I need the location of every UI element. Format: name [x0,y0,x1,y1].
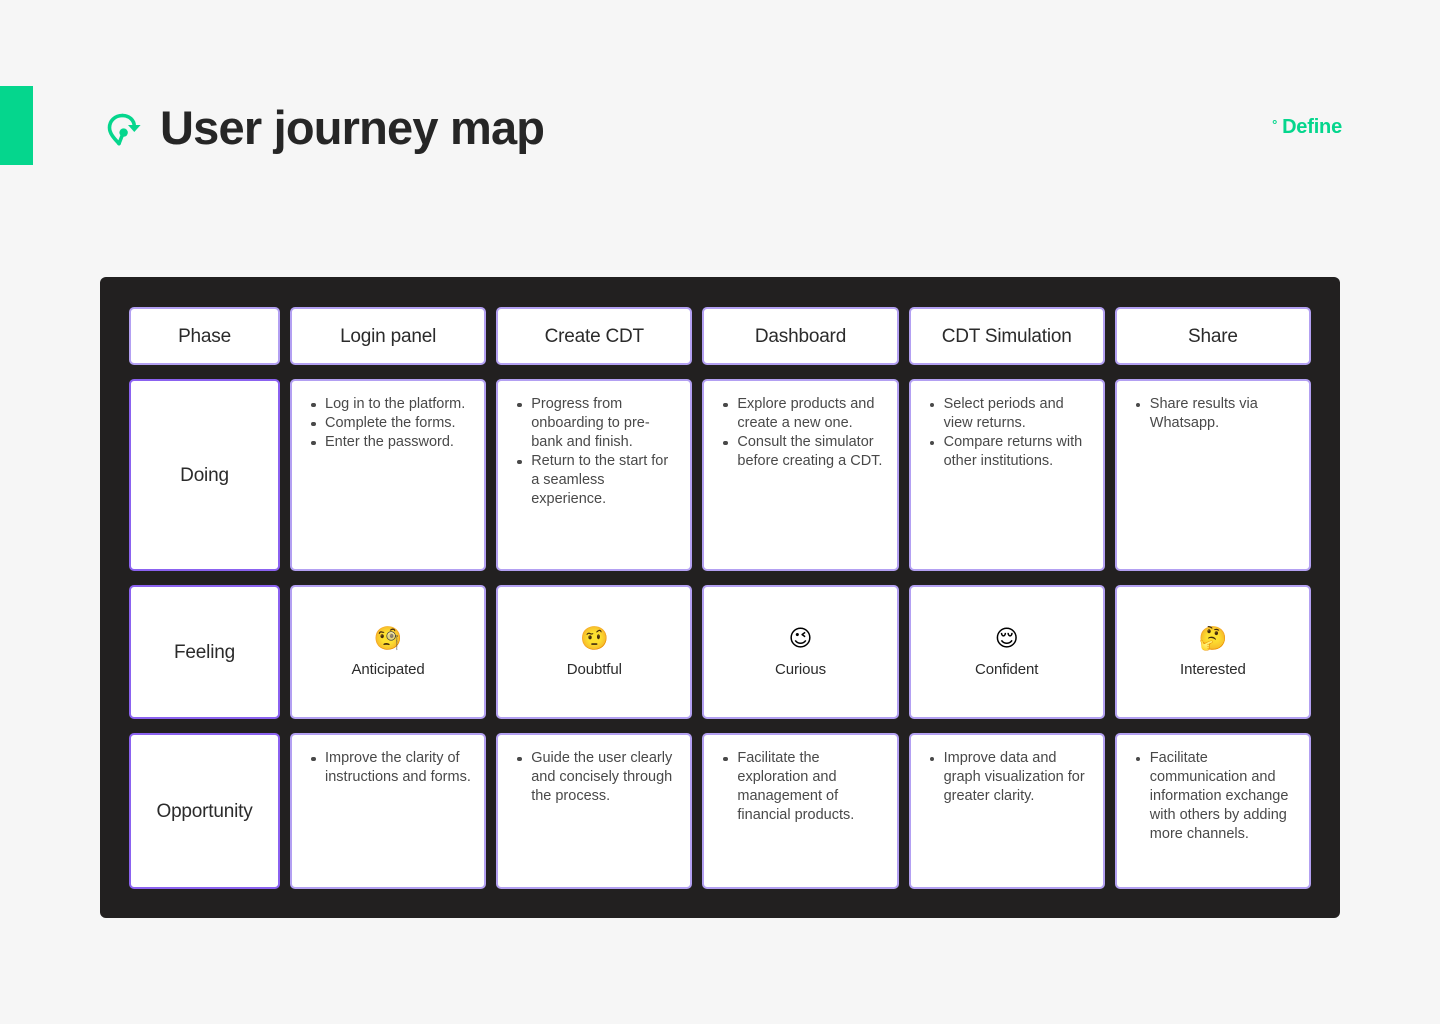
row-label-doing[interactable]: Doing [129,379,280,571]
column-header-label: CDT Simulation [941,325,1072,347]
bullet-item: Consult the simulator before creating a … [716,433,884,471]
column-header-label: Phase [178,325,231,347]
bullet-item: Facilitate the exploration and managemen… [716,749,884,825]
bullet-list: Select periods and view returns.Compare … [923,395,1091,471]
stage-name: Define [1282,115,1342,138]
cell-opportunity-dashboard[interactable]: Facilitate the exploration and managemen… [702,733,899,889]
bullet-item: Guide the user clearly and concisely thr… [510,749,678,806]
cell-doing-share[interactable]: Share results via Whatsapp. [1114,379,1311,571]
journey-pin-arrow-icon [107,113,141,146]
column-header-login-panel[interactable]: Login panel [290,307,487,365]
cell-doing-dashboard[interactable]: Explore products and create a new one.Co… [702,379,899,571]
row-label-text: Opportunity [156,800,253,822]
bullet-list: Explore products and create a new one.Co… [716,395,884,471]
relieved-face-icon: 😌 [994,625,1019,652]
feeling-label: Confident [975,660,1039,678]
cell-feeling-dashboard[interactable]: 😉 Curious [702,585,899,719]
bullet-item: Improve the clarity of instructions and … [304,749,472,787]
cell-opportunity-create-cdt[interactable]: Guide the user clearly and concisely thr… [496,733,693,889]
page-title: User journey map [160,100,545,154]
row-label-text: Doing [180,464,229,486]
bullet-list: Log in to the platform.Complete the form… [304,395,472,452]
row-label-text: Feeling [174,641,235,663]
bullet-item: Complete the forms. [304,414,472,433]
brand: User journey map [100,104,1272,151]
bullet-item: Select periods and view returns. [923,395,1091,433]
row-label-feeling[interactable]: Feeling [129,585,280,719]
bullet-item: Compare returns with other institutions. [923,433,1091,471]
bullet-item: Return to the start for a seamless exper… [510,452,678,509]
bullet-item: Log in to the platform. [304,395,472,414]
column-header-cdt-simulation[interactable]: CDT Simulation [908,307,1105,365]
bullet-item: Share results via Whatsapp. [1129,395,1297,433]
column-header-label: Login panel [340,325,437,347]
face-with-monocle-icon: 🧐 [373,625,403,652]
bullet-item: Enter the password. [304,433,472,452]
bullet-item: Improve data and graph visualization for… [923,749,1091,806]
cell-doing-cdt-simulation[interactable]: Select periods and view returns.Compare … [908,379,1105,571]
feeling-label: Interested [1180,660,1246,678]
column-header-phase[interactable]: Phase [129,307,280,365]
column-header-label: Create CDT [544,325,645,347]
bullet-list: Share results via Whatsapp. [1129,395,1297,433]
stage-badge: ° Define [1272,116,1342,139]
feeling-label: Doubtful [566,660,622,678]
bullet-list: Facilitate communication and information… [1129,749,1297,844]
cell-feeling-cdt-simulation[interactable]: 😌 Confident [908,585,1105,719]
winking-face-icon: 😉 [788,625,813,652]
bullet-list: Improve data and graph visualization for… [923,749,1091,806]
page-header: User journey map ° Define [100,92,1342,162]
degree-icon: ° [1272,116,1278,132]
accent-bar [0,86,33,165]
cell-feeling-share[interactable]: 🤔 Interested [1114,585,1311,719]
bullet-item: Progress from onboarding to pre-bank and… [510,395,678,452]
feeling-label: Curious [774,660,826,678]
cell-opportunity-cdt-simulation[interactable]: Improve data and graph visualization for… [908,733,1105,889]
bullet-list: Improve the clarity of instructions and … [304,749,472,787]
cell-feeling-login-panel[interactable]: 🧐 Anticipated [290,585,487,719]
column-header-label: Share [1188,325,1238,347]
row-label-opportunity[interactable]: Opportunity [129,733,280,889]
cell-feeling-create-cdt[interactable]: 🤨 Doubtful [496,585,693,719]
journey-map-grid: Phase Login panel Create CDT Dashboard CDT S… [129,307,1311,889]
cell-opportunity-share[interactable]: Facilitate communication and information… [1114,733,1311,889]
thinking-face-icon: 🤔 [1198,625,1228,652]
column-header-dashboard[interactable]: Dashboard [702,307,899,365]
cell-doing-login-panel[interactable]: Log in to the platform.Complete the form… [290,379,487,571]
bullet-list: Guide the user clearly and concisely thr… [510,749,678,806]
face-with-raised-eyebrow-icon: 🤨 [579,625,609,652]
feeling-label: Anticipated [351,660,425,678]
column-header-share[interactable]: Share [1114,307,1311,365]
journey-map-board: Phase Login panel Create CDT Dashboard CDT S… [100,277,1340,918]
column-header-create-cdt[interactable]: Create CDT [496,307,693,365]
cell-doing-create-cdt[interactable]: Progress from onboarding to pre-bank and… [496,379,693,571]
bullet-list: Progress from onboarding to pre-bank and… [510,395,678,509]
cell-opportunity-login-panel[interactable]: Improve the clarity of instructions and … [290,733,487,889]
column-header-label: Dashboard [754,325,847,347]
bullet-item: Facilitate communication and information… [1129,749,1297,844]
bullet-list: Facilitate the exploration and managemen… [716,749,884,825]
bullet-item: Explore products and create a new one. [716,395,884,433]
